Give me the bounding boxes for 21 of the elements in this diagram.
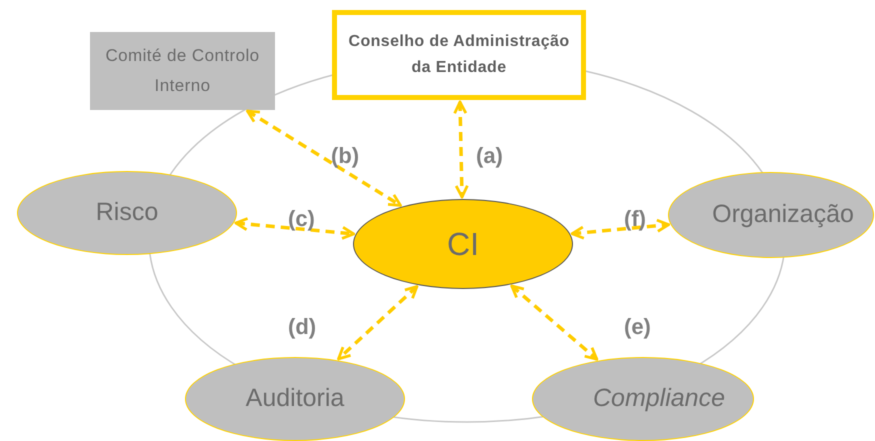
node-label: Comité de Controlo Interno <box>104 45 261 97</box>
edge-label: (e) <box>624 316 651 338</box>
node-label: Compliance <box>592 383 725 414</box>
dashed-double-arrow <box>453 100 469 198</box>
dashed-double-arrow <box>246 110 402 207</box>
node-label: Auditoria <box>246 383 344 414</box>
edge-label: (c) <box>288 208 315 230</box>
edge-label: (f) <box>624 208 646 230</box>
dashed-double-arrow <box>510 284 598 361</box>
edge-label: (d) <box>288 316 316 338</box>
node-label: CI <box>447 225 479 264</box>
node-label: Risco <box>96 197 158 228</box>
board-box <box>332 10 586 100</box>
dashed-double-arrow <box>234 217 356 240</box>
node-label: Conselho de Administração da Entidade <box>348 32 570 78</box>
edge-label: (a) <box>476 145 503 167</box>
dashed-double-arrow <box>337 285 418 360</box>
edge-label: (b) <box>331 145 360 167</box>
dashed-double-arrow <box>570 218 670 240</box>
node-label: Organização <box>711 199 854 230</box>
committee-box <box>90 32 275 110</box>
